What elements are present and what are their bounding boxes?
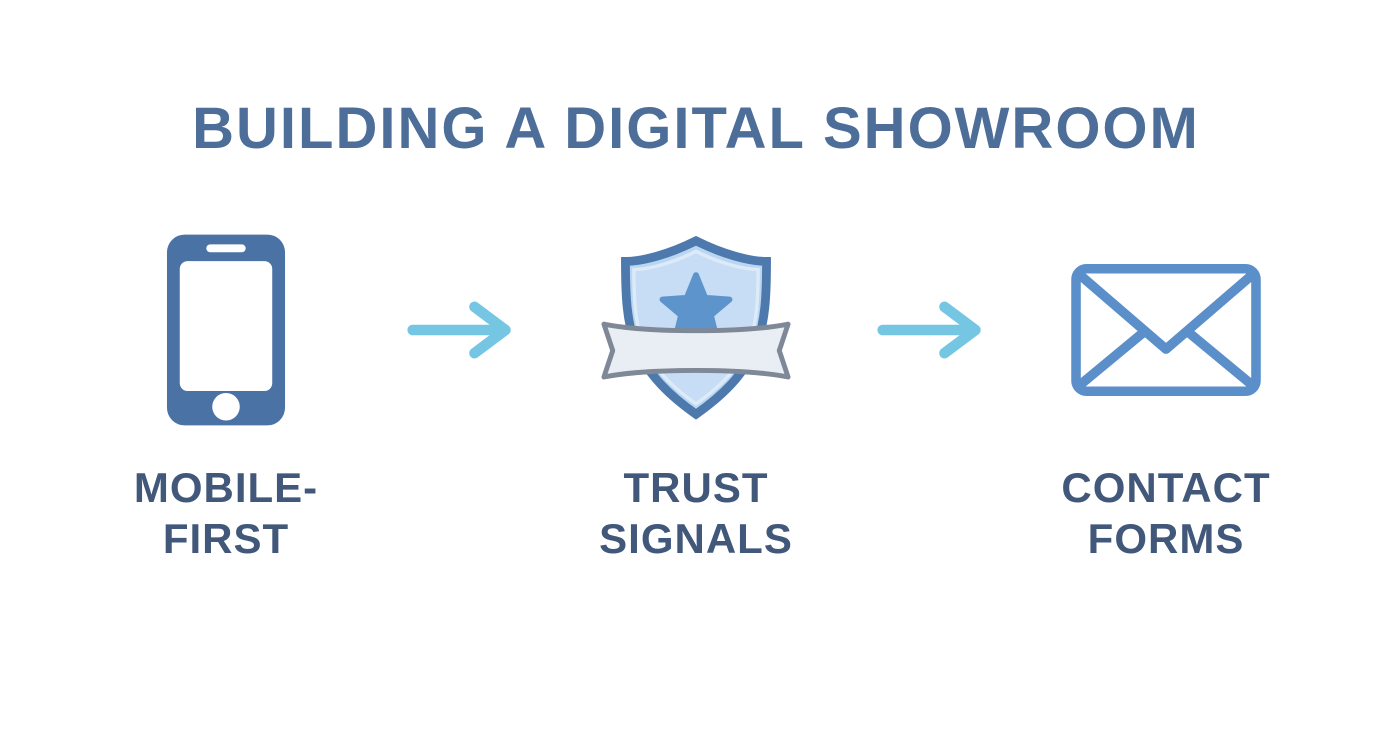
step-trust-signals xyxy=(491,234,901,426)
step-label-mobile-first: MOBILE- FIRST xyxy=(133,464,319,563)
step-label-contact-forms: CONTACT FORMS xyxy=(1061,464,1271,563)
step-contact-forms xyxy=(961,263,1371,397)
shield-badge-icon xyxy=(601,235,791,420)
connector-2 xyxy=(877,298,981,362)
smartphone-icon xyxy=(166,234,286,426)
icon-row xyxy=(0,230,1392,430)
connector-1 xyxy=(407,298,511,362)
arrow-right-icon xyxy=(407,301,511,359)
page-title: BUILDING A DIGITAL SHOWROOM xyxy=(192,96,1200,161)
arrow-right-icon xyxy=(877,301,981,359)
label-row: MOBILE- FIRST TRUST SIGNALS CONTACT FORM… xyxy=(0,462,1392,564)
envelope-icon xyxy=(1071,263,1261,397)
step-mobile-first xyxy=(21,232,431,428)
step-label-trust-signals: TRUST SIGNALS xyxy=(599,464,793,563)
